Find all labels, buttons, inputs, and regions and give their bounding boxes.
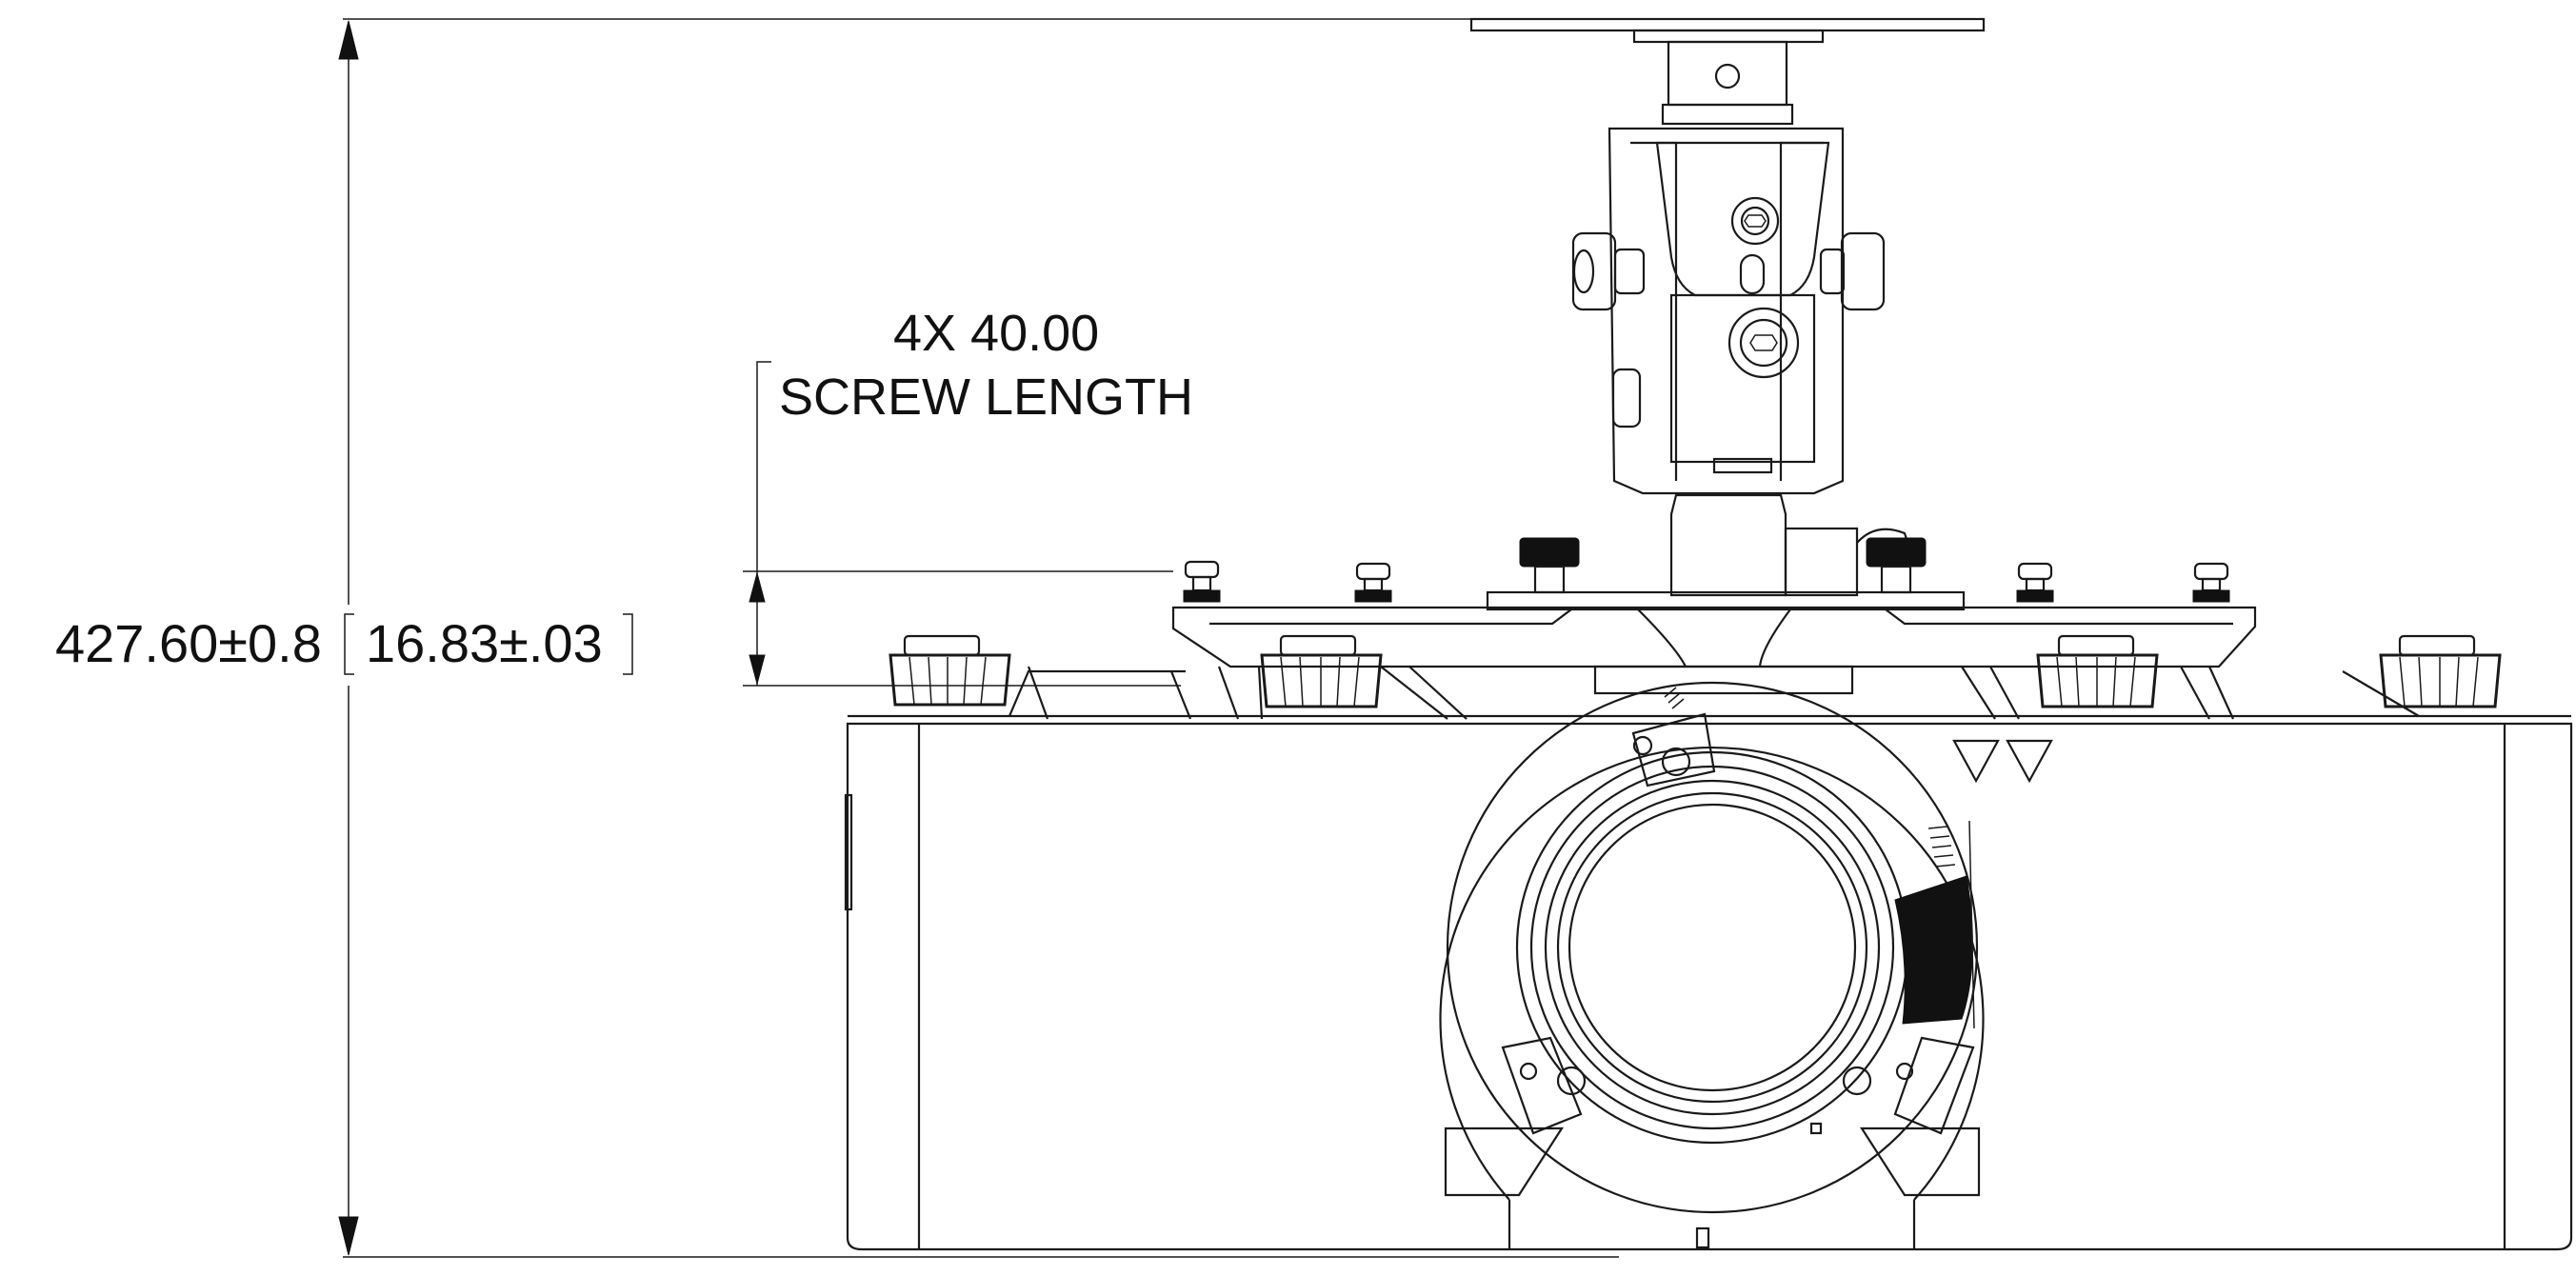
lever-screw-icon	[1661, 747, 1691, 777]
screw-1	[1183, 560, 1221, 603]
adapter-spider	[1027, 590, 2257, 720]
lens-housing-outer-ring	[1439, 746, 1985, 1201]
spider-leg-1	[1217, 666, 1264, 720]
lens-housing-ring	[1446, 681, 1979, 1214]
spider-hub	[1593, 665, 1854, 695]
upper-hex-bolt-inner-icon	[1740, 206, 1770, 236]
imperial-bracket-right	[623, 613, 633, 675]
spider-center-plate	[1486, 590, 1966, 611]
upper-post	[1667, 40, 1788, 107]
screw-3	[2016, 562, 2054, 603]
ceiling-plate	[1469, 17, 1986, 32]
focus-scale-band	[1894, 875, 1973, 1025]
tilt-bracket-outer	[1608, 127, 1845, 495]
indicator-triangle-right	[2006, 739, 2053, 784]
screw-2	[1354, 562, 1392, 603]
left-knob-hub	[1613, 248, 1646, 295]
lens-glass-outer	[1556, 791, 1868, 1104]
lower-post	[1669, 493, 1787, 597]
spider-left-curve	[1637, 608, 1687, 668]
focus-scale-edge	[1968, 820, 1975, 1029]
tilt-bracket-right-arm	[1779, 141, 1824, 481]
bracket-base-tab	[1712, 457, 1773, 474]
side-vent	[844, 793, 853, 911]
adapter-screws	[1183, 537, 2230, 603]
screw-length-dimension: 4X 40.00 SCREW LENGTH	[743, 305, 1193, 687]
projector-chassis	[844, 669, 2573, 1251]
spider-strut-left	[1027, 666, 1192, 720]
screw-callout-quantity: 4X 40.00	[893, 305, 1099, 362]
post-bolt-icon	[1714, 63, 1741, 90]
focus-scale-ticks	[1927, 826, 1956, 867]
lens-bayonet-ring	[1529, 765, 1895, 1130]
lever-grip-lines	[1664, 687, 1685, 709]
foot-2	[1260, 634, 1383, 708]
lens-shroud-right	[1859, 1126, 1981, 1197]
foot-1	[889, 634, 1011, 707]
foot-3	[2036, 634, 2159, 708]
spider-left-arm-top	[1209, 608, 1572, 626]
lower-hex-socket-icon	[1749, 334, 1778, 351]
indicator-triangle-left	[1952, 739, 2000, 784]
screw-arrow-bottom	[749, 654, 766, 686]
bottom-notch	[1695, 1226, 1710, 1249]
lens-barrel-ring	[1544, 779, 1881, 1116]
lens-shroud-left	[1444, 1126, 1565, 1197]
arrowhead-top	[338, 20, 359, 60]
lens-assembly	[1439, 681, 1985, 1214]
tilt-bracket-left-arm	[1630, 141, 1678, 481]
tilt-body	[1669, 293, 1816, 464]
overall-height-metric: 427.60±0.8	[55, 613, 322, 673]
knurled-lock-knob-right	[1866, 537, 1927, 594]
lens-glass-inner	[1568, 803, 1857, 1092]
ceiling-mount	[1469, 17, 1986, 597]
screw-4	[2192, 562, 2230, 603]
lens-mount-tab-left	[1501, 1036, 1583, 1135]
lens-mount-tab-right	[1893, 1036, 1975, 1135]
left-knob-face	[1572, 249, 1595, 294]
imperial-bracket-left	[344, 613, 354, 675]
overall-height-imperial: 16.83±.03	[366, 613, 603, 673]
lens-mount-ring	[1515, 750, 1909, 1145]
upper-hex-bolt-icon	[1730, 196, 1780, 246]
lens-index-mark	[1809, 1122, 1823, 1135]
lower-hex-bolt-ring-icon	[1739, 318, 1788, 368]
foot-4	[2379, 634, 2502, 708]
post-clamp	[1784, 527, 1859, 597]
side-lock-knob	[1611, 368, 1642, 429]
spider-right-curve	[1758, 608, 1791, 668]
clamp-lever	[1856, 528, 1911, 548]
spider-leg-2	[1380, 666, 1468, 720]
overall-height-dimension: 427.60±0.8 16.83±.03	[55, 18, 1619, 1258]
screw-arrow-top	[749, 571, 766, 603]
spider-right-arm-top	[1885, 608, 2233, 626]
post-collar	[1661, 103, 1794, 126]
right-tilt-knob	[1840, 231, 1886, 311]
spider-arm-frame	[1171, 606, 2257, 668]
lens-lock-hole-left-icon	[1556, 1066, 1587, 1096]
spider-leg-3	[1961, 666, 2020, 720]
lower-hex-bolt-icon	[1727, 307, 1800, 379]
plate-flange	[1632, 29, 1825, 44]
adjust-slot	[1739, 253, 1766, 295]
screw-leader-line	[756, 361, 771, 571]
screw-callout-label: SCREW LENGTH	[779, 369, 1193, 426]
knurled-lock-knob-left	[1519, 537, 1580, 594]
lens-release-lever	[1631, 712, 1716, 788]
right-knob-hub	[1819, 248, 1846, 295]
mount-tab-left-screw-icon	[1519, 1062, 1538, 1081]
lens-lock-hole-right-icon	[1842, 1066, 1872, 1096]
top-contour-left	[1008, 669, 1186, 717]
upper-hex-socket-icon	[1744, 214, 1767, 228]
projector-feet	[889, 634, 2502, 708]
chassis-outline	[846, 722, 2573, 1251]
top-contour-right	[2342, 670, 2420, 717]
arrowhead-bottom	[338, 1216, 359, 1256]
mount-tab-right-screw-icon	[1895, 1062, 1914, 1081]
lever-pivot-icon	[1632, 735, 1653, 756]
spider-leg-4	[2180, 666, 2235, 720]
